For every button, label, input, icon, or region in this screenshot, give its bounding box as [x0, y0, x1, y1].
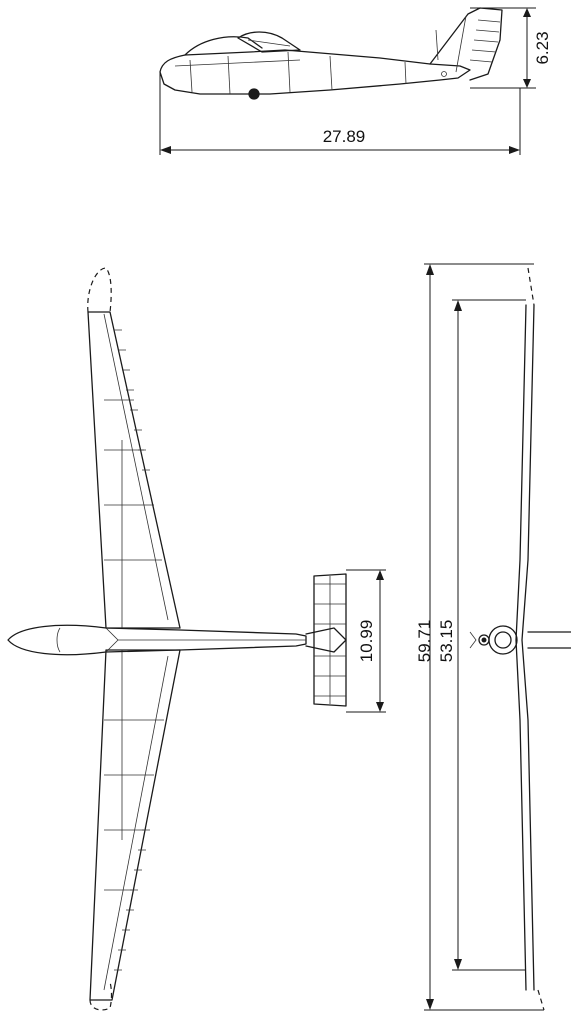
tailplane-span-label: 10.99 — [357, 620, 376, 663]
side-view — [159, 7, 536, 155]
height-dimension-label: 6.23 — [533, 31, 552, 64]
plan-view — [7, 267, 386, 1011]
inner-span-label: 53.15 — [437, 620, 456, 663]
front-view — [424, 263, 571, 1011]
length-dimension-label: 27.89 — [323, 127, 366, 146]
overall-span-label: 59.71 — [415, 620, 434, 663]
